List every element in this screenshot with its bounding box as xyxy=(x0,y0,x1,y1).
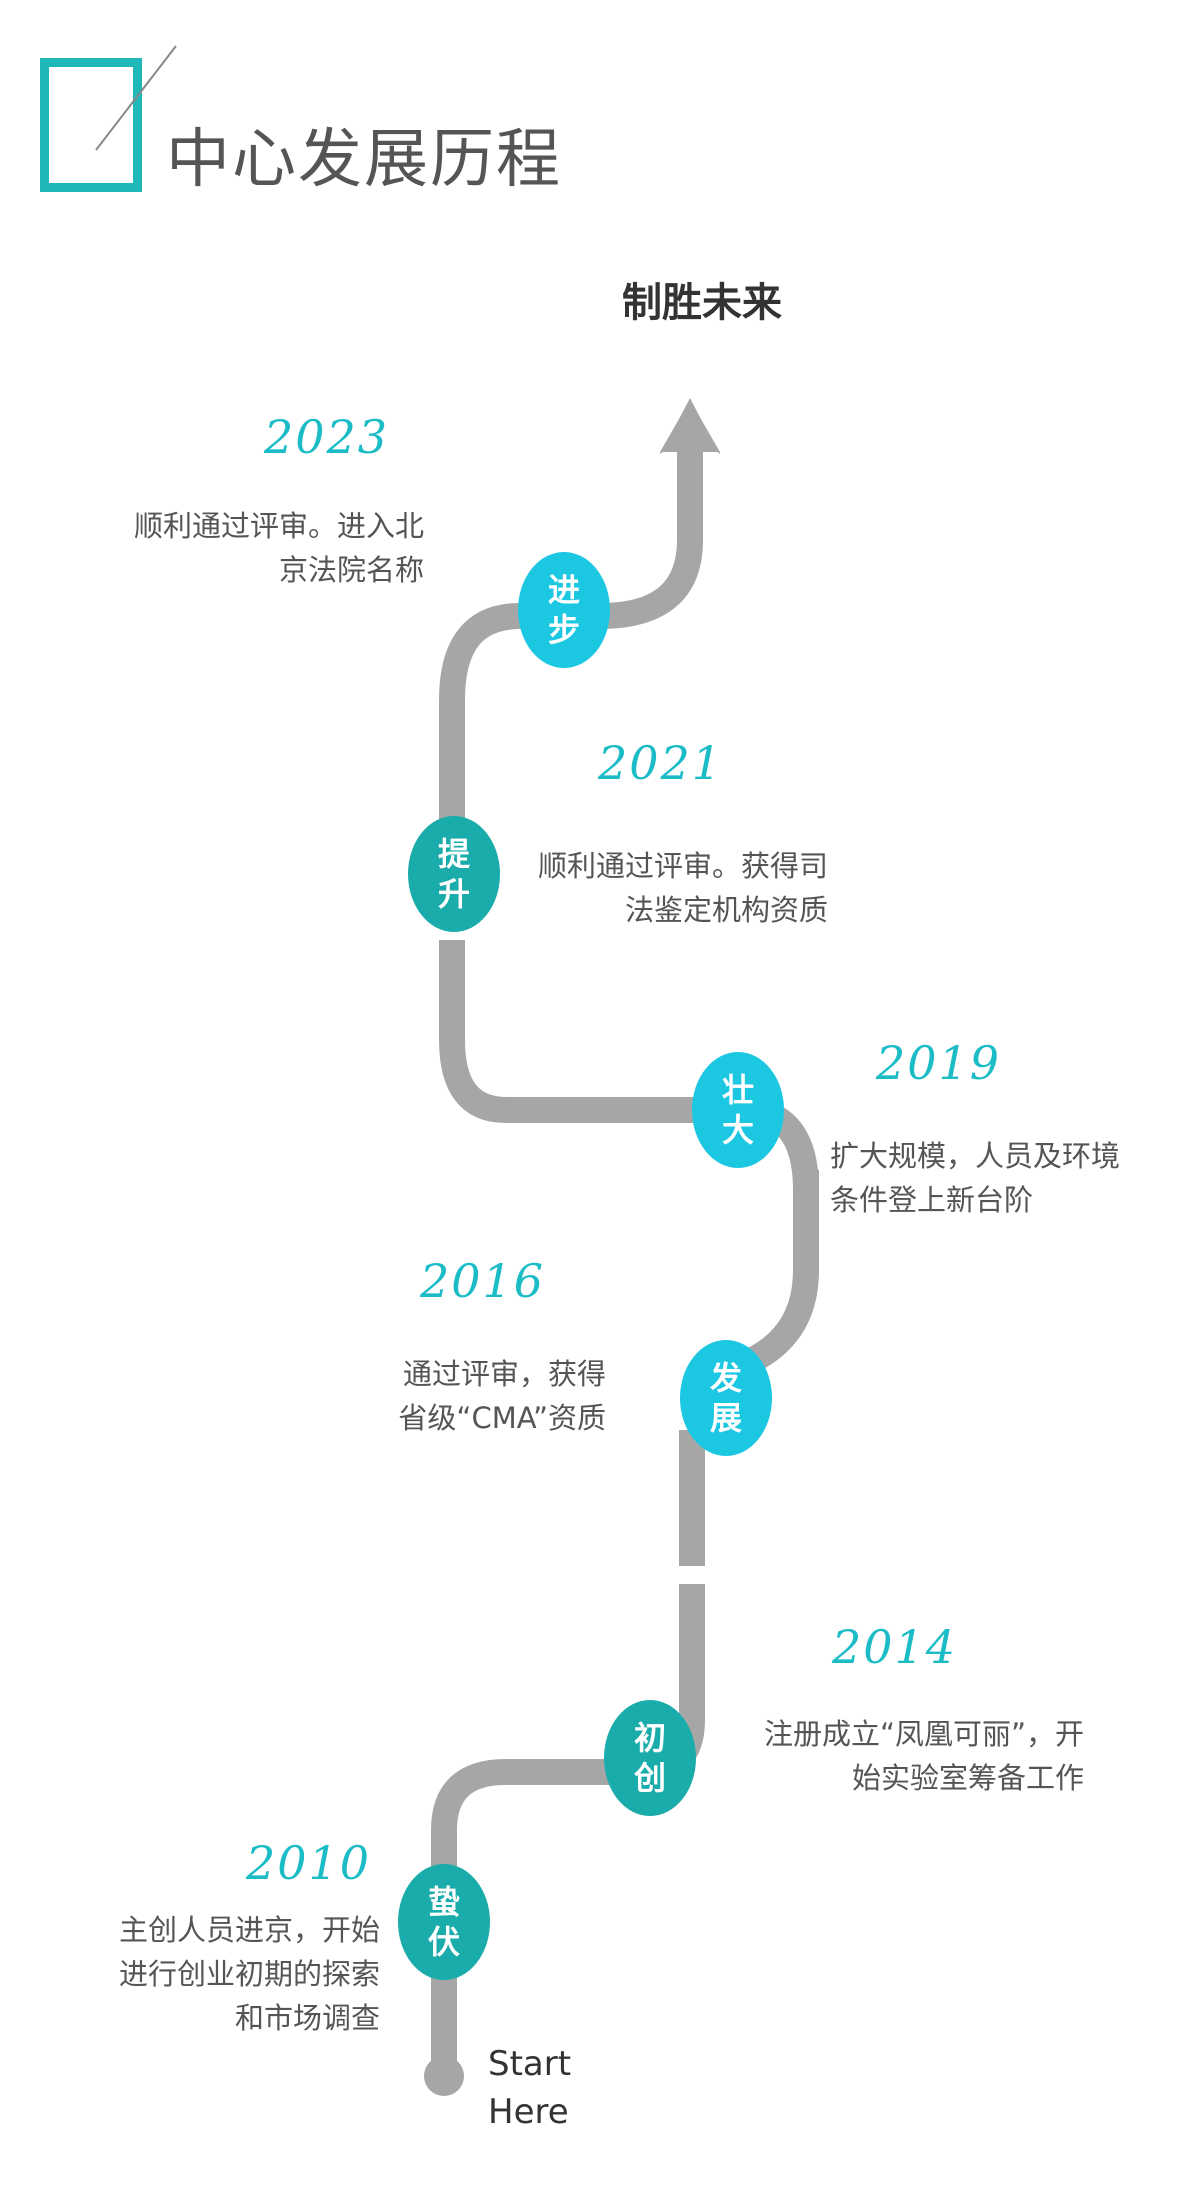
node-2010: 蛰伏 xyxy=(398,1864,490,1980)
node-2021: 提升 xyxy=(408,816,500,932)
desc-2010: 主创人员进京，开始进行创业初期的探索和市场调查 xyxy=(118,1913,380,2035)
desc-2014: 注册成立“凤凰可丽”，开始实验室筹备工作 xyxy=(763,1717,1084,1795)
year-2016: 2016 xyxy=(420,1254,546,1308)
header-frame xyxy=(40,58,142,192)
year-2019: 2019 xyxy=(876,1036,1002,1090)
page-title: 中心发展历程 xyxy=(166,123,562,197)
year-2014: 2014 xyxy=(832,1620,958,1674)
desc-2019: 扩大规模，人员及环境条件登上新台阶 xyxy=(830,1139,1121,1217)
node-2023: 进步 xyxy=(518,552,610,668)
header-slash xyxy=(95,45,177,151)
desc-2023: 顺利通过评审。进入北京法院名称 xyxy=(133,509,424,587)
node-2016: 发展 xyxy=(680,1340,772,1456)
desc-2016: 通过评审，获得省级“CMA”资质 xyxy=(398,1357,606,1435)
node-2014: 初创 xyxy=(604,1700,696,1816)
start-dot xyxy=(424,2056,464,2096)
year-2010: 2010 xyxy=(246,1836,372,1890)
year-2021: 2021 xyxy=(598,736,724,790)
year-2023: 2023 xyxy=(264,410,390,464)
goal-title: 制胜未来 xyxy=(622,280,782,326)
desc-2021: 顺利通过评审。获得司法鉴定机构资质 xyxy=(537,849,828,927)
node-2019: 壮大 xyxy=(692,1052,784,1168)
